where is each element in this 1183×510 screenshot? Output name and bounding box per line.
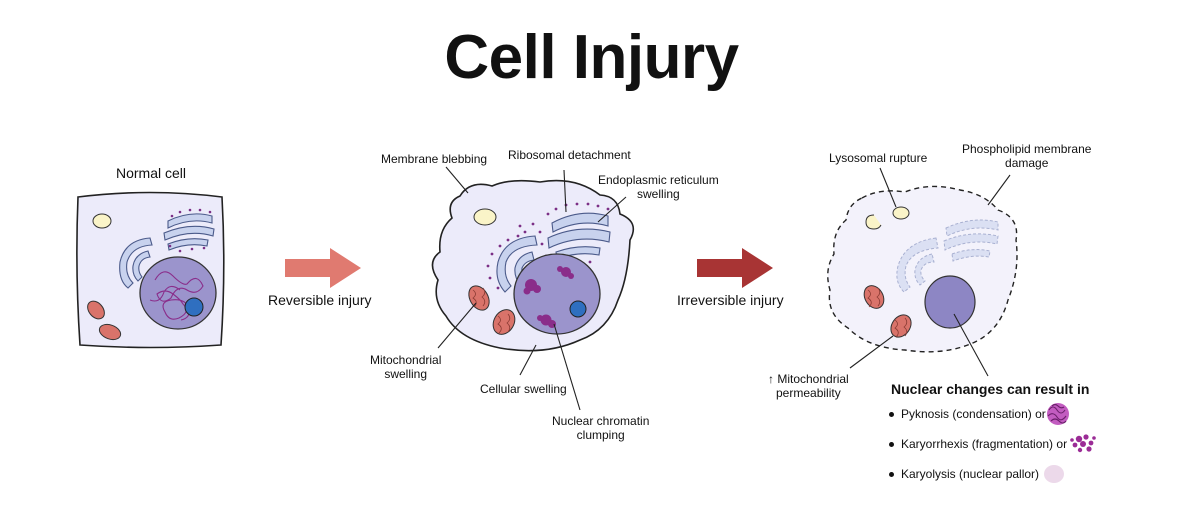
chromatin xyxy=(149,271,204,321)
nucleolus xyxy=(569,300,587,318)
irreversible-arrow xyxy=(697,248,773,288)
chromatin-line-2: clumping xyxy=(576,428,625,442)
annotation-leaders xyxy=(437,166,627,411)
reversible-injury-label: Reversible injury xyxy=(268,292,372,308)
legend-karyorrhexis-text: Karyorrhexis (fragmentation) or xyxy=(901,437,1068,451)
er-swelling-line-2: swelling xyxy=(637,187,680,201)
golgi-apparatus xyxy=(547,212,611,260)
normal-cell xyxy=(76,191,225,349)
er-swelling-label: Endoplasmic reticulum swelling xyxy=(598,173,719,201)
ribosomal-detachment-label: Ribosomal detachment xyxy=(508,148,631,162)
membrane-blebbing-label: Membrane blebbing xyxy=(381,152,488,166)
phospholipid-damage-label: Phospholipid membrane damage xyxy=(962,142,1091,170)
legend-pyknosis: Pyknosis (condensation) or xyxy=(889,407,1046,421)
reversible-arrow xyxy=(285,248,361,288)
swollen-cell xyxy=(431,166,635,411)
normal-cell-label: Normal cell xyxy=(116,165,187,181)
mitochondrial-permeability-label: ↑ Mitochondrial permeability xyxy=(768,372,849,400)
legend-karyolysis: Karyolysis (nuclear pallor) xyxy=(889,467,1039,481)
chromatin-clumping-label: Nuclear chromatin clumping xyxy=(552,414,649,442)
legend-karyorrhexis: Karyorrhexis (fragmentation) or xyxy=(889,437,1067,451)
mito-perm-line-2: permeability xyxy=(776,386,841,400)
phospholipid-line-2: damage xyxy=(1005,156,1049,170)
nucleolus xyxy=(184,297,204,317)
bullet-icon xyxy=(889,411,894,417)
chromatin-line-1: Nuclear chromatin xyxy=(552,414,650,428)
mitochondria xyxy=(87,300,122,341)
karyorrhexis-icon xyxy=(1070,434,1096,453)
nuclear-changes-heading: Nuclear changes can result in xyxy=(891,381,1090,397)
ruptured-lysosomes xyxy=(865,206,910,230)
bullet-icon xyxy=(889,441,894,447)
pyknosis-icon xyxy=(1047,403,1069,425)
degraded-organelles xyxy=(896,219,999,293)
damaged-cell-membrane xyxy=(827,185,1018,353)
damaged-cell xyxy=(827,167,1018,377)
lysosomal-rupture-label: Lysosomal rupture xyxy=(829,151,928,165)
mitochondria xyxy=(863,285,912,338)
page-title: Cell Injury xyxy=(444,23,739,92)
irreversible-injury-label: Irreversible injury xyxy=(677,292,784,308)
golgi-apparatus xyxy=(163,213,215,251)
pale-nucleus xyxy=(924,275,976,329)
annotation-leaders xyxy=(849,167,1011,377)
mito-swelling-line-2: swelling xyxy=(384,367,428,381)
phospholipid-line-1: Phospholipid membrane xyxy=(962,142,1092,156)
chromatin-clumps xyxy=(523,266,574,328)
bullet-icon xyxy=(889,471,894,477)
mitochondrial-swelling-label: Mitochondrial swelling xyxy=(370,353,441,381)
karyolysis-icon xyxy=(1044,465,1064,483)
mito-perm-line-1: ↑ Mitochondrial xyxy=(768,372,849,386)
endoplasmic-reticulum xyxy=(119,237,153,289)
lysosome xyxy=(473,208,497,226)
mito-swelling-line-1: Mitochondrial xyxy=(370,353,442,367)
legend-karyolysis-text: Karyolysis (nuclear pallor) xyxy=(901,467,1040,481)
legend-pyknosis-text: Pyknosis (condensation) or xyxy=(901,407,1046,421)
mitochondria xyxy=(468,285,516,335)
cellular-swelling-label: Cellular swelling xyxy=(480,382,567,396)
lysosome xyxy=(92,213,112,229)
er-swelling-line-1: Endoplasmic reticulum xyxy=(598,173,719,187)
